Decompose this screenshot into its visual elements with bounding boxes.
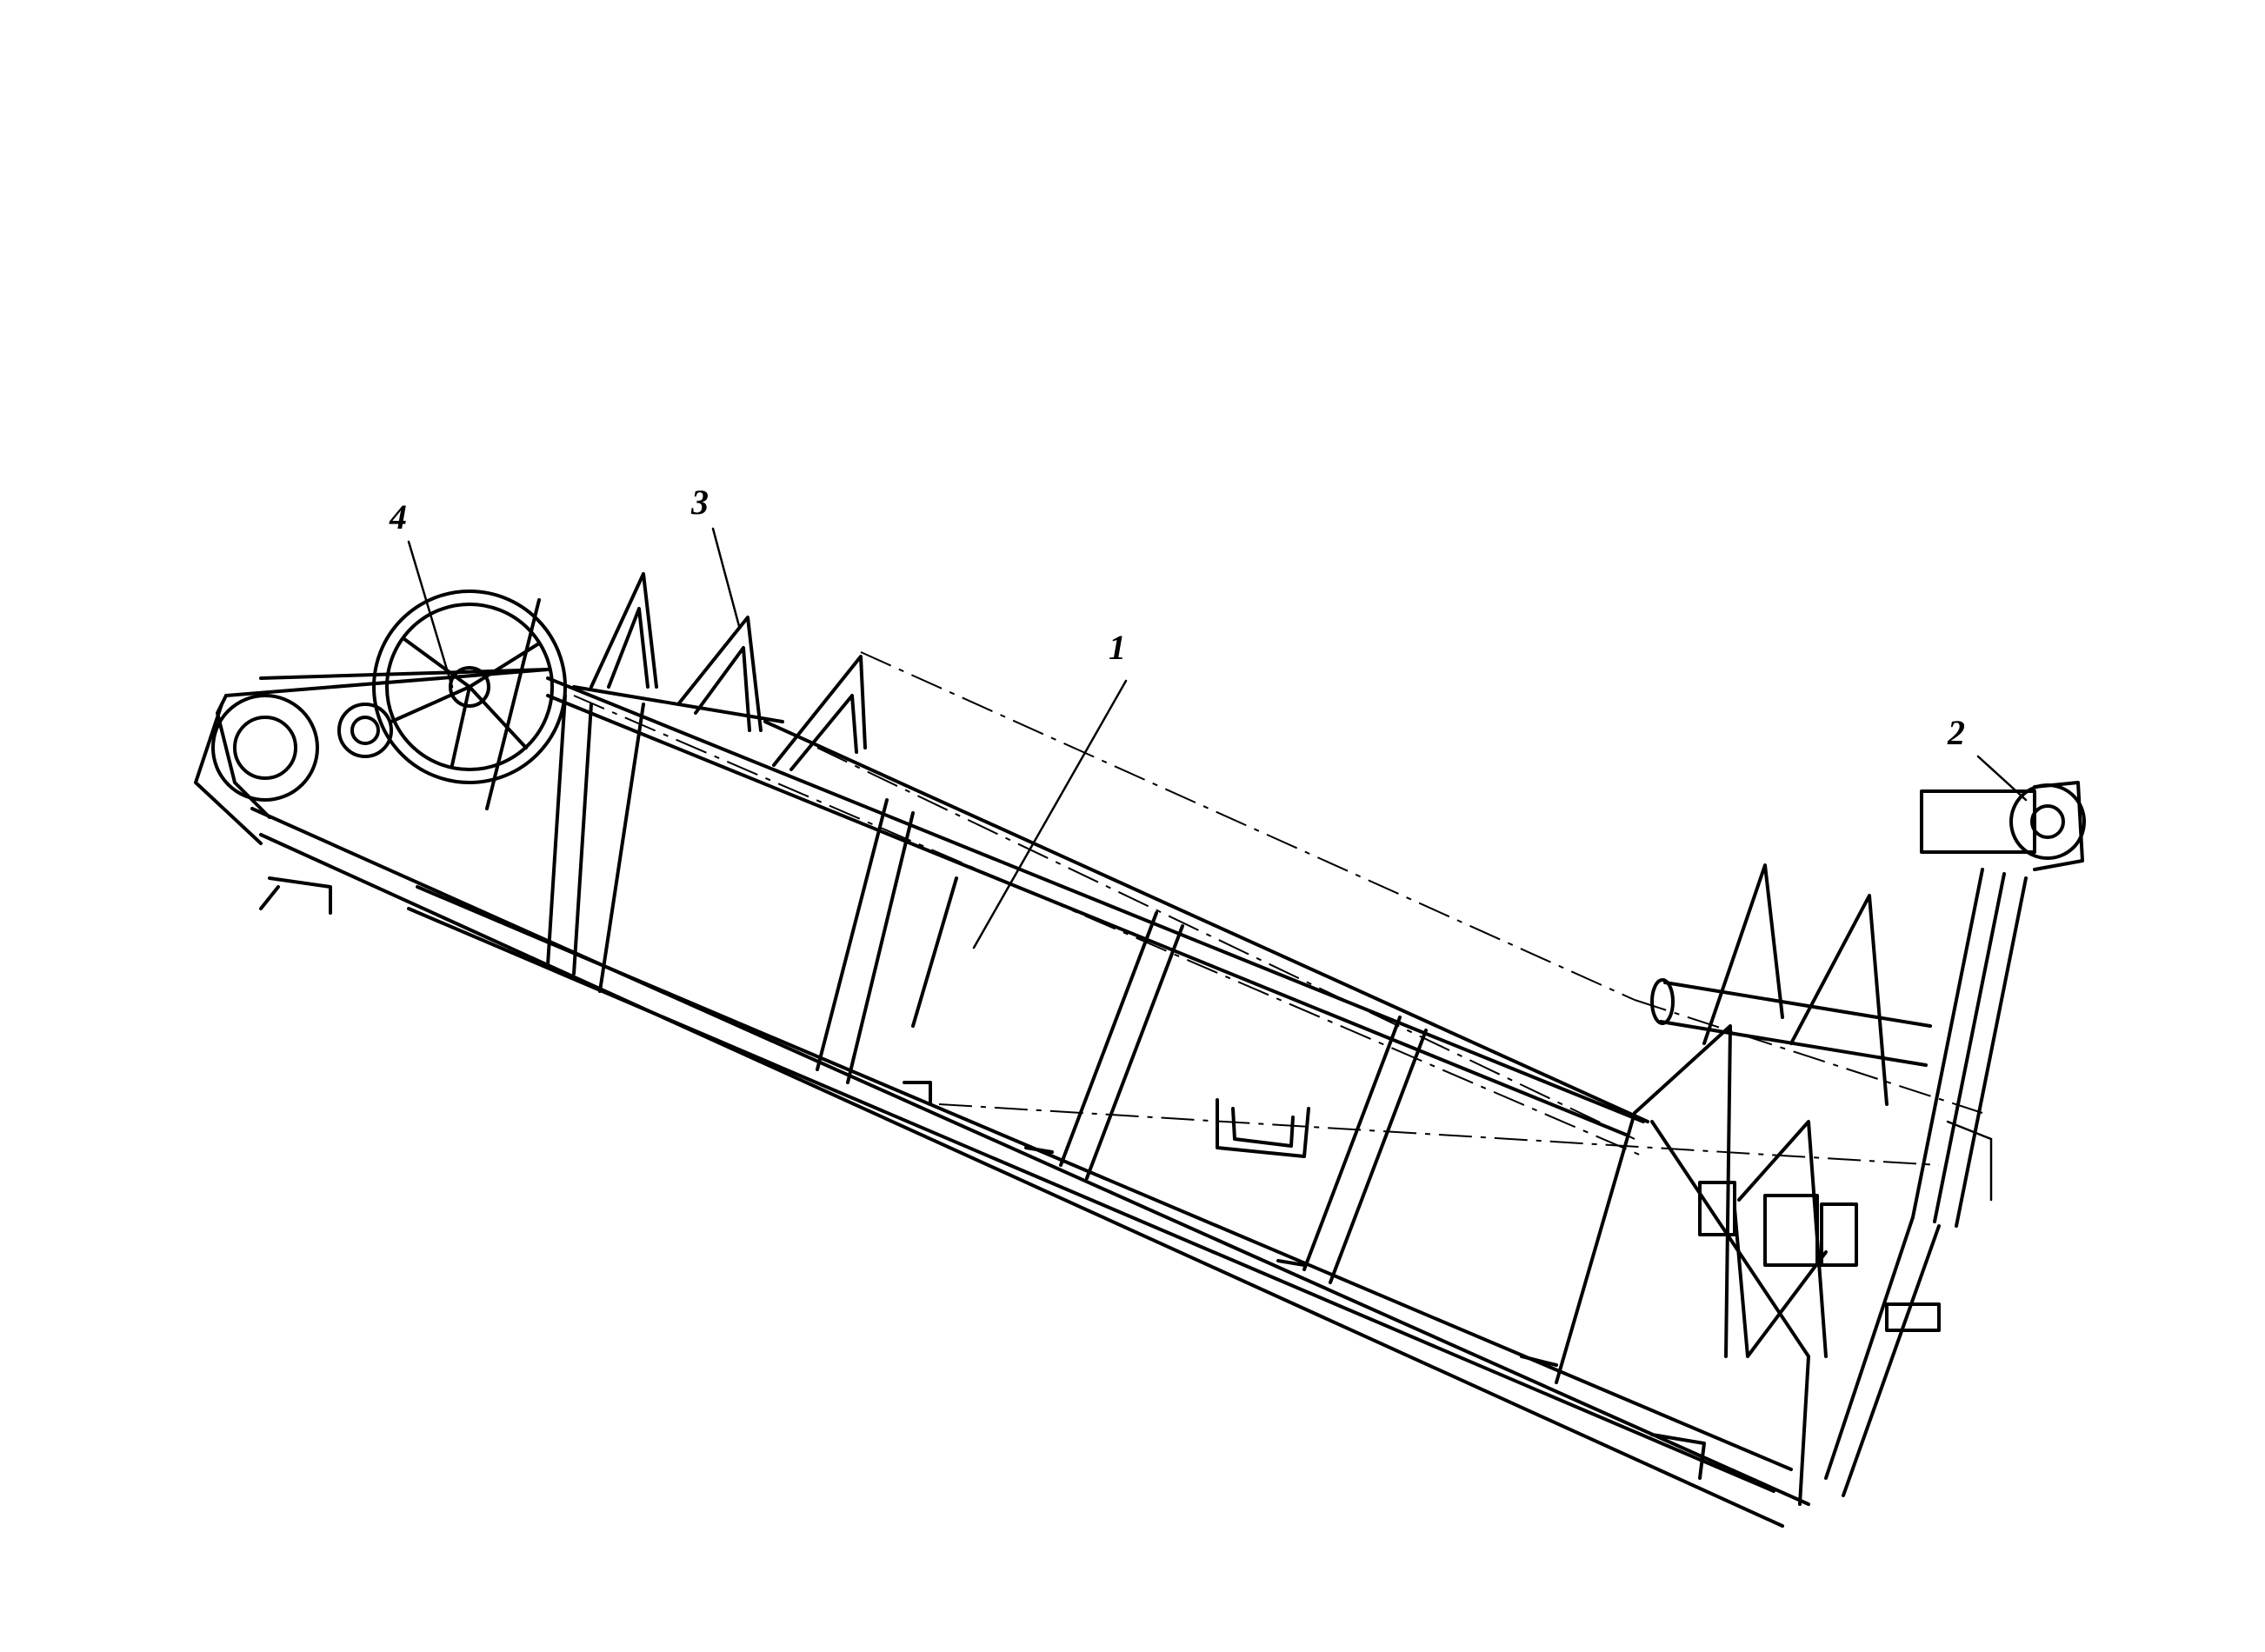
callout-label-4: 4: [390, 497, 407, 536]
drive-gear: [211, 590, 567, 810]
callout-label-1: 1: [1109, 628, 1126, 667]
trough-body: [194, 651, 1983, 1528]
spiral-shaft: [1650, 978, 1932, 1267]
spiral-blades: [590, 572, 1889, 1358]
lifting-mechanism: [1824, 781, 2086, 1497]
leader-lines: [407, 527, 2028, 949]
callout-label-3: 3: [691, 483, 709, 522]
callout-label-2: 2: [1948, 713, 1965, 752]
